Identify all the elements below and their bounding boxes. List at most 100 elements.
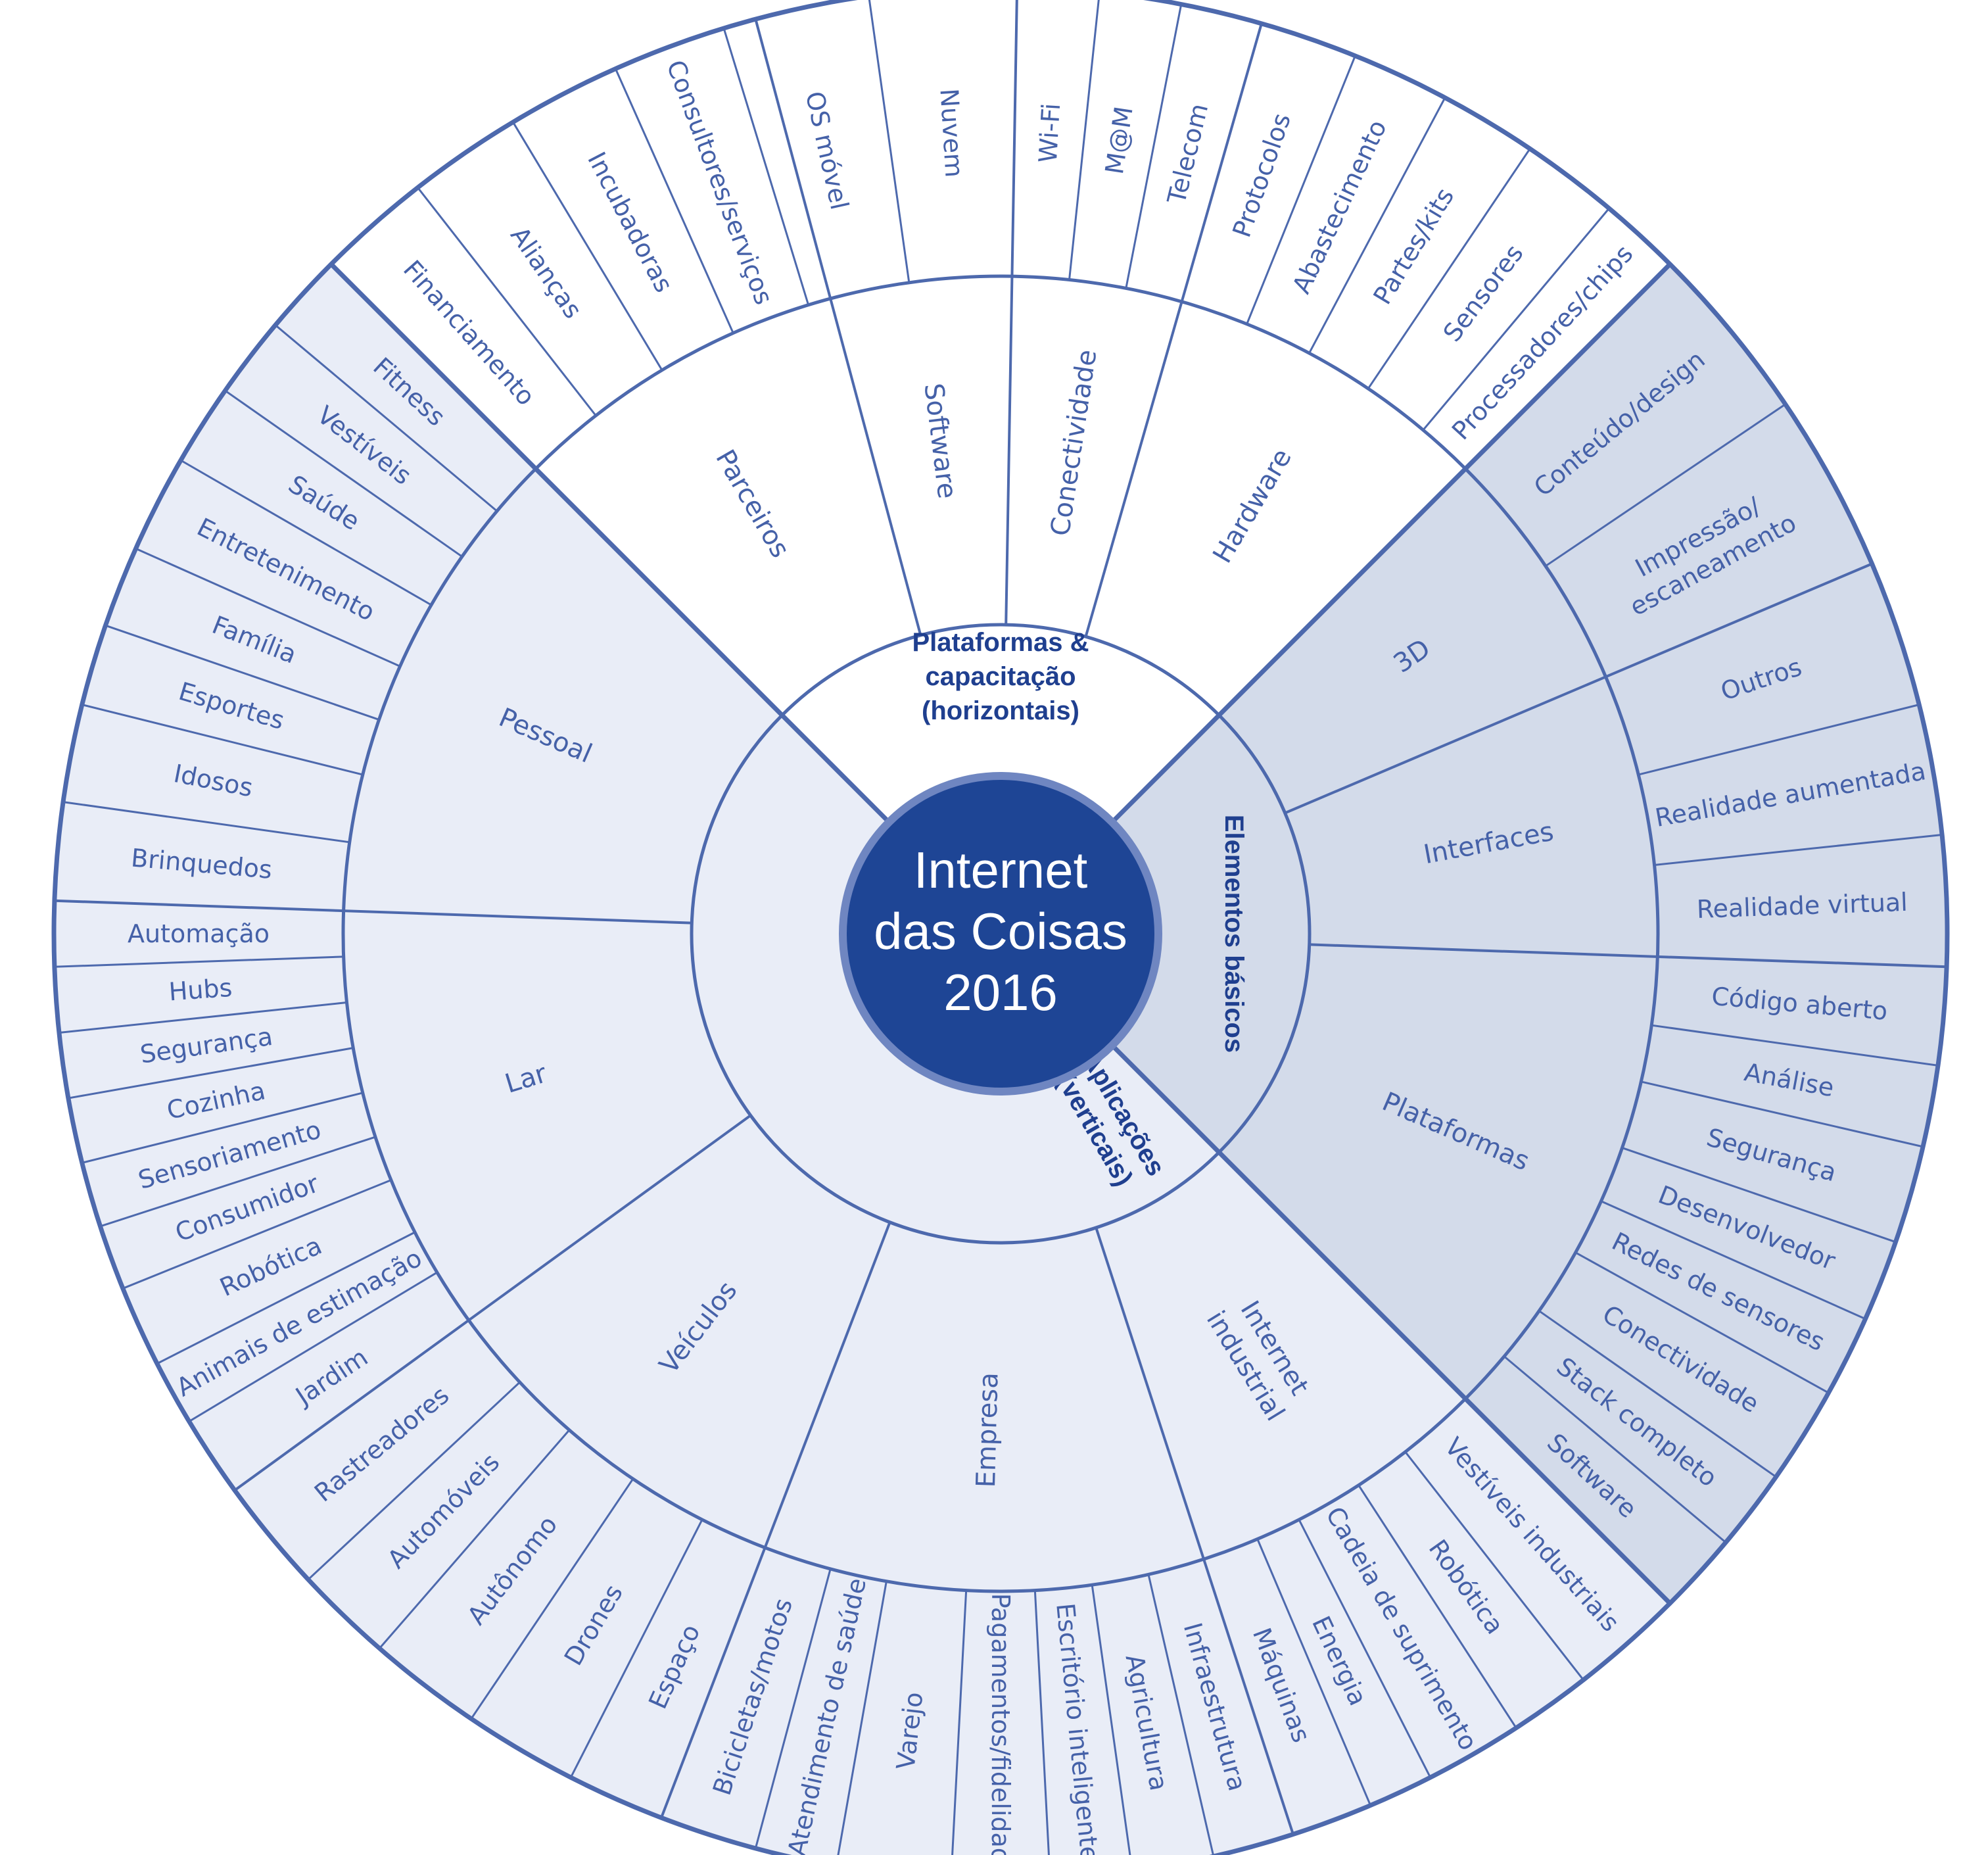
item-sector [869, 0, 1017, 283]
item-sector [189, 1272, 469, 1491]
item-sector [1605, 564, 1920, 775]
item-divider [1503, 1355, 1727, 1543]
item-label-group: Nuvem [934, 87, 968, 178]
item-divider [1298, 1519, 1432, 1778]
item-sector [1069, 0, 1181, 289]
item-sector [1651, 956, 1947, 1066]
item-divider [330, 263, 536, 470]
item-sector [54, 956, 347, 1033]
item-sector [1298, 1485, 1517, 1778]
item-divider [470, 1478, 634, 1720]
item-label: Wi-Fi [1033, 103, 1066, 164]
item-sector [379, 1430, 633, 1719]
subcategory-label: Empresa [971, 1372, 1005, 1488]
item-label: Automação [128, 919, 270, 948]
item-sector [82, 1092, 375, 1226]
item-divider [274, 324, 498, 512]
item-divider [1641, 1080, 1924, 1148]
item-sector [180, 391, 462, 605]
center-title-line-3: 2016 [943, 963, 1058, 1021]
item-sector [1638, 704, 1943, 865]
item-divider [1622, 1147, 1897, 1243]
item-divider [59, 1001, 347, 1034]
item-divider [1181, 23, 1263, 302]
center-title-line-2: das Coisas [874, 902, 1127, 960]
item-sector [63, 704, 363, 842]
divider-lines-layer [51, 0, 1950, 1855]
item-divider [307, 1381, 521, 1581]
item-divider [1465, 1398, 1671, 1604]
category-label-basicos: Elementos básicos [1219, 815, 1248, 1053]
item-sector [661, 1547, 831, 1848]
item-divider [1033, 1590, 1050, 1855]
item-divider [660, 1547, 767, 1818]
item-sector [1601, 1147, 1896, 1319]
item-sector [1368, 149, 1609, 430]
item-sector [1181, 23, 1356, 324]
item-divider [82, 704, 364, 776]
item-divider [1010, 0, 1018, 277]
item-sector [68, 1048, 363, 1163]
category-label-horizontais: capacitação [925, 662, 1076, 691]
item-sector [105, 548, 400, 720]
sector-layer [53, 0, 1947, 1855]
item-sector [156, 1232, 437, 1422]
item-divider [122, 1179, 392, 1289]
item-sector [1622, 1081, 1924, 1242]
item-divider [1308, 97, 1446, 354]
item-divider [1404, 1451, 1584, 1681]
item-divider [1068, 0, 1100, 280]
item-sector [135, 460, 431, 667]
item-divider [1654, 833, 1943, 866]
subcategory-divider [754, 18, 922, 636]
category-label-horizontais: (horizontais) [922, 696, 1079, 725]
item-divider [1465, 263, 1671, 470]
item-divider [868, 0, 911, 283]
subcategory-label-group: Empresa [971, 1372, 1005, 1488]
item-divider [156, 1231, 415, 1365]
item-sector [53, 900, 344, 967]
item-divider [1422, 207, 1610, 431]
category-sector-basicos [1112, 468, 1658, 1399]
item-divider [1202, 1558, 1294, 1835]
item-sector [1125, 4, 1262, 302]
item-sector [755, 1568, 887, 1855]
item-sector [59, 1002, 354, 1099]
item-divider [512, 121, 663, 371]
item-divider [1605, 562, 1873, 678]
item-sector [100, 1137, 391, 1289]
item-label-group: Automação [128, 919, 270, 948]
center-circle [839, 772, 1162, 1096]
item-divider [82, 1092, 364, 1164]
item-divider [234, 1319, 469, 1491]
item-divider [1358, 1484, 1517, 1729]
item-sector [1504, 1311, 1776, 1543]
item-divider [100, 1136, 376, 1228]
item-sector [1204, 1539, 1371, 1835]
item-divider [62, 801, 350, 844]
item-divider [105, 624, 379, 721]
item-sector [615, 28, 809, 333]
item-sector [1654, 834, 1947, 967]
center-title-line-1: Internet [914, 841, 1088, 899]
item-sector [1035, 1585, 1130, 1855]
ring-1 [690, 623, 1312, 1245]
item-divider [1545, 403, 1786, 567]
item-sector [122, 1180, 415, 1364]
item-label-group: Hubs [168, 973, 233, 1007]
item-label-group: Pagamentos/fidelidade [986, 1593, 1015, 1855]
item-divider [951, 1590, 968, 1855]
item-divider [1574, 1251, 1830, 1394]
item-sector [952, 1590, 1049, 1855]
category-sector-verticais [343, 468, 1466, 1591]
item-sector [1575, 1201, 1866, 1393]
item-sector [1465, 264, 1786, 566]
item-divider [1651, 1024, 1939, 1067]
item-sector [1358, 1452, 1584, 1728]
item-sector [471, 1479, 703, 1778]
item-divider [1638, 704, 1920, 776]
item-sector [838, 1581, 966, 1855]
item-divider [837, 1581, 888, 1855]
item-divider [1091, 1585, 1131, 1855]
